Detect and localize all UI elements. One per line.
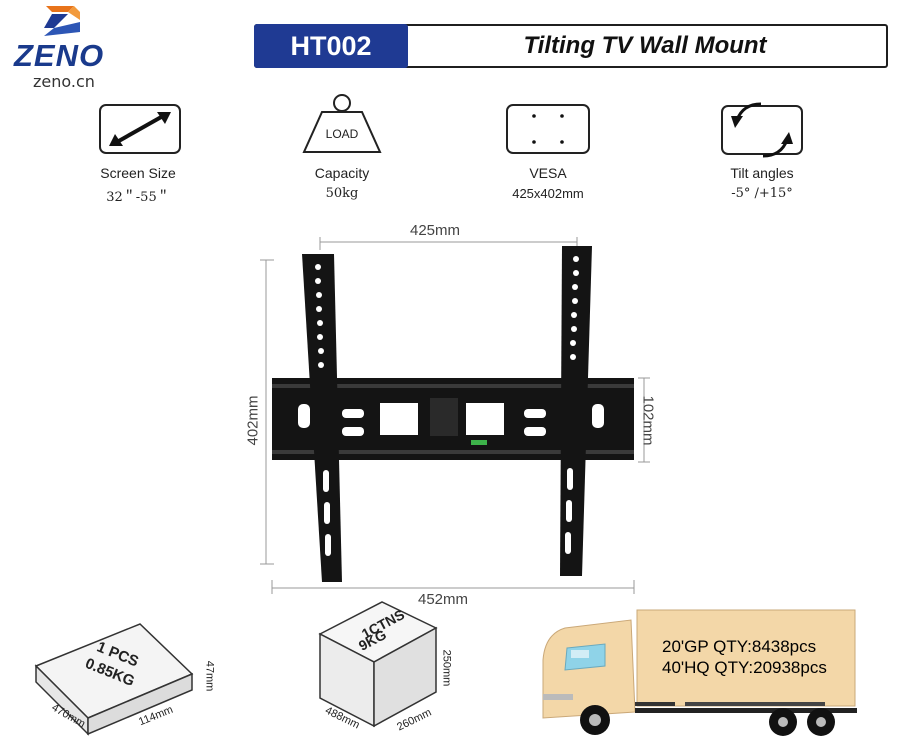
brand-name: ZENO	[14, 38, 105, 73]
carton-icon	[318, 601, 438, 728]
carton-height: 250mm	[440, 649, 453, 687]
dimension-height-left: 402mm	[244, 395, 262, 446]
spec-label: Screen Size	[100, 165, 176, 181]
wall-mount-drawing	[260, 237, 650, 594]
carton-box: 1CTNS 9KG 488mm 260mm 250mm	[312, 600, 472, 745]
zeno-logo-icon	[44, 6, 80, 36]
hq40-qty: 40'HQ QTY:20938pcs	[662, 658, 827, 677]
right-arm	[560, 246, 592, 576]
tilt-spec: Tilt angles -5° /+15°	[692, 100, 832, 214]
resize-arrow-icon	[99, 104, 181, 154]
load-weight-icon: LOAD	[302, 94, 382, 153]
gp20-qty: 20'GP QTY:8438pcs	[662, 637, 817, 656]
truck-wheels	[580, 705, 835, 736]
spec-value: -5° /+15°	[731, 186, 793, 201]
spec-value: 50kg	[325, 186, 359, 201]
brand-site: zeno.cn	[33, 72, 95, 91]
vesa-spec: VESA 425x402mm	[478, 104, 618, 214]
spec-value: 32＂-55＂	[106, 190, 170, 205]
model-badge: HT002	[254, 24, 408, 68]
left-arm	[302, 254, 342, 582]
spec-label: VESA	[529, 165, 567, 181]
truck-icon	[542, 609, 857, 736]
box-height: 47mm	[203, 660, 216, 692]
product-title: Tilting TV Wall Mount	[523, 32, 767, 59]
brand-logo	[40, 6, 90, 40]
spec-label: Capacity	[314, 165, 370, 181]
dimension-height-right: 102mm	[639, 395, 657, 446]
tilt-rotate-icon	[721, 102, 803, 158]
single-box: 1 PCS 0.85KG 470mm 114mm 47mm	[20, 618, 220, 743]
capacity-spec: LOAD Capacity 50kg	[272, 94, 412, 214]
dimension-width-top: 425mm	[410, 222, 461, 239]
box-icon	[34, 623, 194, 736]
load-icon-text: LOAD	[326, 127, 359, 141]
dimension-lines	[260, 237, 650, 594]
screen-size-spec: Screen Size 32＂-55＂	[68, 104, 208, 214]
vesa-pattern-icon	[506, 104, 590, 154]
spec-label: Tilt angles	[730, 165, 794, 181]
dimension-width-bottom: 452mm	[418, 591, 469, 608]
spec-value: 425x402mm	[512, 186, 584, 201]
